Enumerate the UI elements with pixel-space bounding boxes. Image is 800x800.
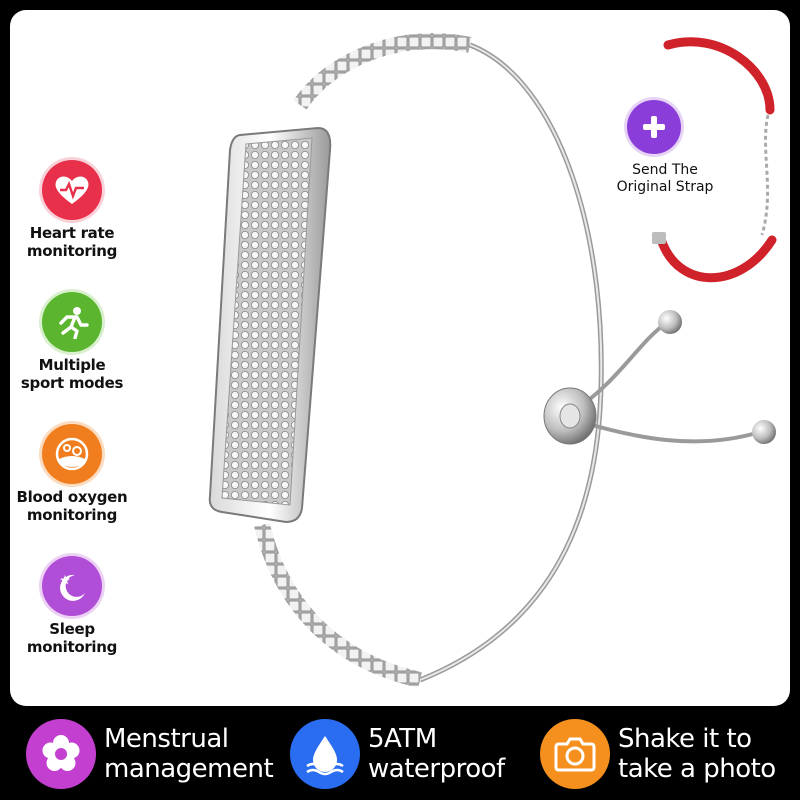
feature-label: 5ATM waterproof bbox=[368, 724, 505, 784]
feature-label: Multiple sport modes bbox=[20, 356, 124, 392]
water-drop-icon bbox=[290, 719, 360, 789]
running-person-icon bbox=[42, 292, 102, 352]
strap-label: Send The Original Strap bbox=[616, 162, 714, 195]
feature-shake-photo: Shake it to take a photo bbox=[540, 716, 776, 792]
plus-icon bbox=[627, 100, 681, 154]
camera-icon bbox=[540, 719, 610, 789]
feature-sport-modes: Multiple sport modes bbox=[0, 292, 152, 392]
heart-rate-icon bbox=[42, 160, 102, 220]
feature-label: Blood oxygen monitoring bbox=[16, 488, 128, 524]
feature-label: Sleep monitoring bbox=[26, 620, 118, 656]
feature-heart-rate: Heart rate monitoring bbox=[0, 160, 152, 260]
feature-label: Menstrual management bbox=[104, 724, 274, 784]
feature-menstrual: Menstrual management bbox=[26, 716, 274, 792]
moon-star-icon bbox=[42, 556, 102, 616]
feature-label: Heart rate monitoring bbox=[26, 224, 118, 260]
bracelet-image bbox=[208, 33, 777, 688]
flower-icon bbox=[26, 719, 96, 789]
feature-label: Shake it to take a photo bbox=[618, 724, 776, 784]
bottom-feature-bar: Menstrual management 5ATM waterproof Sha… bbox=[0, 706, 800, 800]
feature-sleep: Sleep monitoring bbox=[0, 556, 152, 656]
blood-oxygen-icon bbox=[42, 424, 102, 484]
feature-blood-oxygen: Blood oxygen monitoring bbox=[0, 424, 152, 524]
feature-waterproof: 5ATM waterproof bbox=[290, 716, 505, 792]
